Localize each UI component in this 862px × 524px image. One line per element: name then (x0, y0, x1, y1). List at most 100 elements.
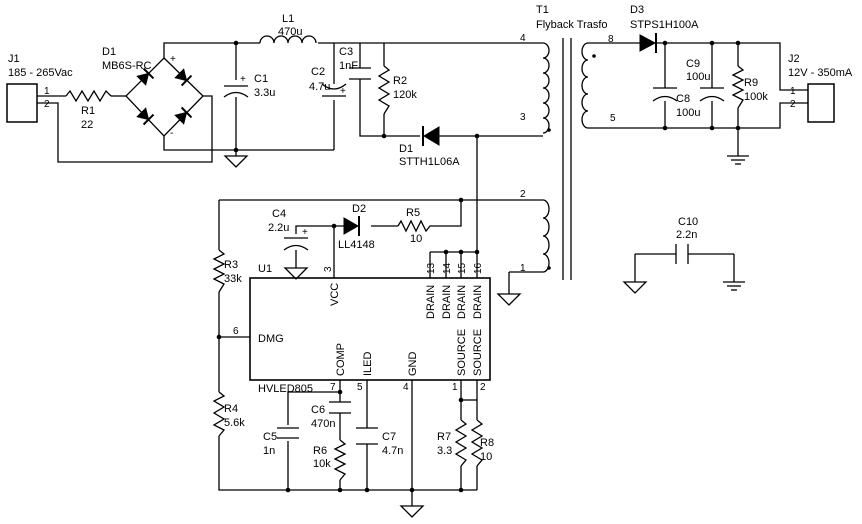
c2-plus: + (340, 86, 346, 97)
capacitor-c4: + C4 2.2u (268, 208, 309, 251)
j2-ref: J2 (788, 53, 800, 65)
u1-pin-vcc-name: VCC (329, 283, 341, 306)
bridge-minus: - (170, 128, 173, 139)
u1-pin-drain-name-4: DRAIN (472, 285, 484, 319)
u1-pin-comp-name: COMP (335, 343, 347, 376)
bridge-plus: + (170, 54, 176, 65)
j2-pin-2: 2 (790, 99, 796, 110)
u1-pin-14: 14 (442, 262, 453, 274)
u1-pin-dmg-name: DMG (258, 333, 284, 345)
u1-pin-16: 16 (473, 262, 484, 274)
r8-ref: R8 (480, 437, 494, 449)
u1-pin-drain-name-1: DRAIN (425, 285, 437, 319)
c8-value: 100u (676, 107, 700, 119)
r4-value: 5.6k (224, 417, 245, 429)
r1-value: 22 (81, 119, 93, 131)
capacitor-c6: C6 470n (311, 401, 351, 430)
bridge-value: MB6S-RC (102, 60, 152, 72)
c9-ref: C9 (686, 58, 700, 70)
j1-pin-1: 1 (44, 86, 50, 97)
j1-pin-2: 2 (44, 99, 50, 110)
c6-ref: C6 (311, 404, 325, 416)
l1-ref: L1 (282, 13, 294, 25)
capacitor-c9: C9 100u (686, 58, 725, 102)
u1-pin-source-1: 1 (452, 382, 458, 393)
u1-ref: U1 (258, 263, 272, 275)
resistor-r3: R3 33k (212, 249, 242, 293)
ic-u1: U1 HVLED805 DMG 6 VCC 3 COMP 7 ILED 5 GN… (233, 262, 491, 395)
j1-ref: J1 (8, 53, 20, 65)
j2-pin-1: 1 (790, 86, 796, 97)
u1-pin-source-name-1: SOURCE (456, 329, 468, 376)
ground-icon-c4 (284, 261, 308, 280)
c2-ref: C2 (311, 66, 325, 78)
r4-ref: R4 (224, 403, 238, 415)
u1-pin-source-name-2: SOURCE (472, 329, 484, 376)
u1-pin-source-2: 2 (480, 382, 486, 393)
r9-ref: R9 (744, 77, 758, 89)
u1-pin-dmg-number: 6 (233, 326, 239, 337)
r3-value: 33k (224, 273, 242, 285)
connector-j2: J2 12V - 350mA 1 2 (788, 53, 853, 123)
u1-pin-drain-name-2: DRAIN (441, 285, 453, 319)
resistor-r7: R7 3.3 (437, 419, 468, 467)
c8-ref: C8 (676, 93, 690, 105)
bridge-ref: D1 (102, 46, 116, 58)
earth-ground-icon-c10 (722, 275, 746, 291)
r2-ref: R2 (393, 75, 407, 87)
c1-plus: + (240, 74, 246, 85)
c9-value: 100u (686, 71, 710, 83)
u1-pin-15: 15 (457, 262, 468, 274)
r2-value: 120k (393, 89, 417, 101)
r3-ref: R3 (224, 259, 238, 271)
resistor-r2: R2 120k (377, 65, 417, 115)
capacitor-c3: C3 1nF (339, 46, 371, 80)
r1-ref: R1 (81, 105, 95, 117)
c4-plus: + (302, 227, 308, 238)
c10-value: 2.2n (676, 229, 697, 241)
c7-value: 4.7n (382, 445, 403, 457)
t1-pin-1: 1 (520, 263, 526, 274)
d1-clamp-ref: D1 (399, 143, 413, 155)
resistor-r1: R1 22 (65, 89, 112, 131)
c1-value: 3.3u (254, 87, 275, 99)
r6-value: 10k (313, 458, 331, 470)
c5-ref: C5 (263, 431, 277, 443)
r7-value: 3.3 (437, 445, 452, 457)
wires (37, 42, 808, 500)
capacitor-c8: C8 100u (652, 87, 700, 119)
t1-value: Flyback Trasfo (536, 19, 608, 31)
c3-ref: C3 (339, 46, 353, 58)
connector-j1: J1 185 - 265Vac 1 2 (6, 53, 73, 123)
d3-value: STPS1H100A (630, 19, 699, 31)
diode-d3: D3 STPS1H100A (630, 4, 699, 53)
earth-ground-icon-output (726, 149, 750, 165)
c1-ref: C1 (254, 73, 268, 85)
transformer-t1: T1 Flyback Trasfo 4 3 2 1 8 5 (520, 4, 616, 280)
resistor-r6: R6 10k (313, 439, 347, 481)
r6-ref: R6 (313, 445, 327, 457)
r5-ref: R5 (406, 207, 420, 219)
junction-dots (216, 40, 741, 493)
j1-value: 185 - 265Vac (8, 67, 73, 79)
r8-value: 10 (480, 451, 492, 463)
u1-pin-iled-name: ILED (362, 351, 374, 376)
u1-pin-13: 13 (426, 262, 437, 274)
c5-value: 1n (263, 445, 275, 457)
t1-pin-2: 2 (520, 189, 526, 200)
diode-d1-clamp: D1 STTH1L06A (399, 126, 460, 168)
l1-value: 470u (278, 26, 302, 38)
c2-value: 4.7u (309, 81, 330, 93)
u1-pin-gnd-number: 4 (403, 382, 409, 393)
r9-value: 100k (744, 91, 768, 103)
inductor-l1: L1 470u (259, 13, 317, 44)
resistor-r5: R5 10 (397, 207, 432, 245)
c10-ref: C10 (678, 216, 698, 228)
resistor-r8: R8 10 (470, 419, 494, 467)
ground-icon-c10 (623, 275, 647, 294)
d2-ref: D2 (352, 203, 366, 215)
c3-value: 1nF (339, 60, 358, 72)
c7-ref: C7 (382, 431, 396, 443)
bridge-rectifier-d1: D1 MB6S-RC + - (102, 46, 204, 139)
